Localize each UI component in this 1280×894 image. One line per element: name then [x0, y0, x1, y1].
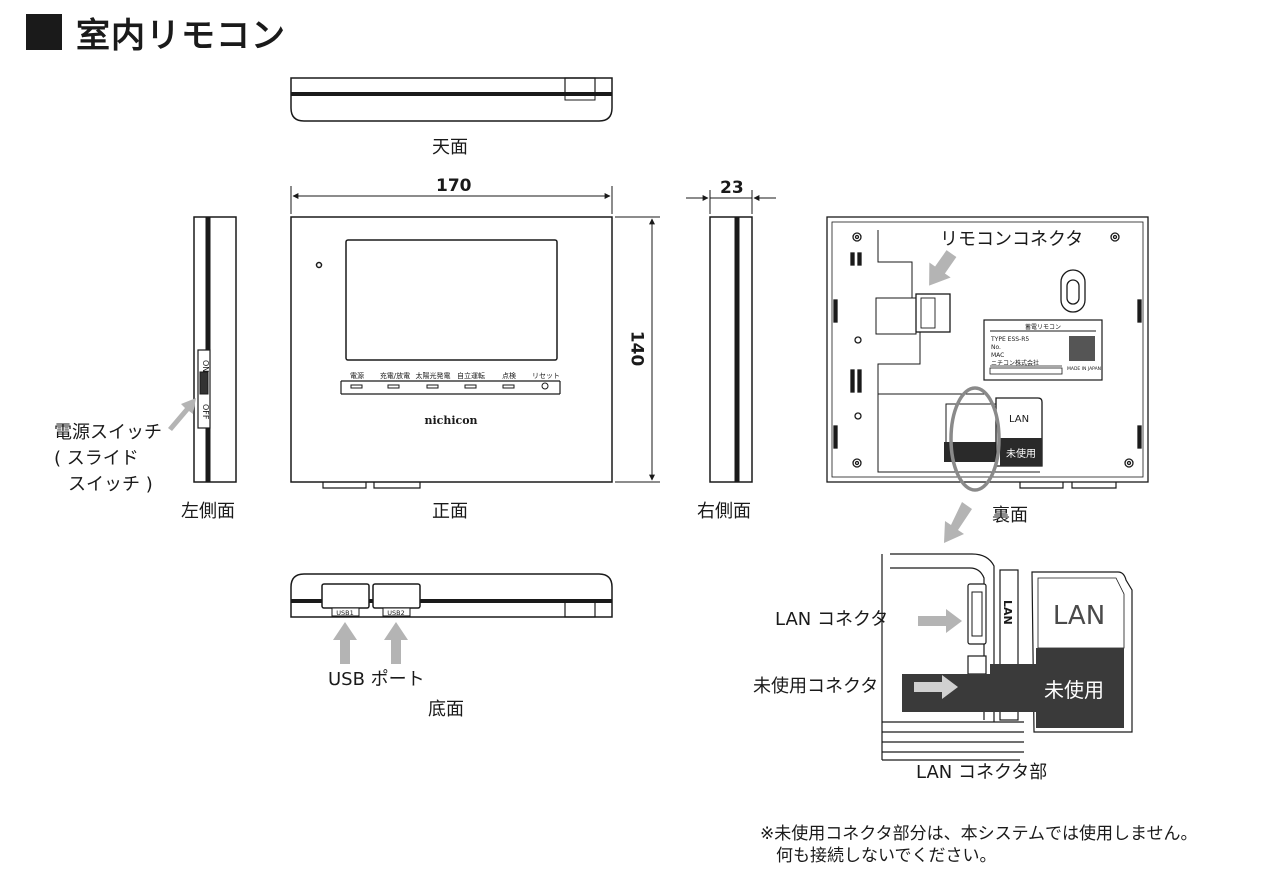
usb2-label: USB2 — [387, 609, 404, 617]
indicator-labels: 電源 充電/放電 太陽光発電 自立運転 点検 リセット — [350, 371, 560, 380]
label-made-in: MADE IN JAPAN — [1067, 366, 1101, 372]
height-dimension-line — [615, 216, 660, 483]
lan-connector-arrow-icon — [918, 609, 962, 633]
width-dimension-line — [290, 186, 613, 214]
left-side-view — [193, 216, 237, 483]
label-header: 蓄電リモコン — [1025, 323, 1061, 331]
brand-logo: nichicon — [424, 414, 477, 427]
front-view — [290, 216, 613, 489]
indicator-label: 自立運転 — [457, 371, 485, 380]
detail-lan-large: LAN — [1053, 601, 1105, 631]
indicator-label: 点検 — [502, 371, 516, 380]
left-view-label: 左側面 — [181, 501, 235, 522]
usb2-arrow-icon — [384, 622, 408, 664]
switch-on-label: ON — [201, 360, 210, 372]
top-view — [290, 77, 613, 122]
width-dimension: 170 — [436, 176, 472, 196]
switch-off-label: OFF — [201, 404, 210, 420]
back-lan-tag: LAN — [1009, 414, 1029, 425]
back-rating-label: 蓄電リモコン TYPE ESS-R5 No. MAC ニチコン株式会社 MADE… — [990, 323, 1101, 372]
remote-connector-arrow-icon — [929, 250, 957, 286]
footnote-line-1: ※未使用コネクタ部分は、本システムでは使用しません。 — [760, 824, 1198, 844]
indicator-label: 電源 — [350, 371, 364, 380]
indicator-label: リセット — [532, 372, 560, 380]
depth-dimension: 23 — [720, 178, 744, 198]
right-side-view — [709, 216, 753, 483]
height-dimension: 140 — [626, 330, 647, 367]
label-mac: MAC — [991, 352, 1004, 359]
top-view-label: 天面 — [432, 137, 468, 158]
back-unused-tag: 未使用 — [1006, 447, 1036, 460]
footnote-line-2: 何も接続しないでください。 — [776, 846, 997, 866]
back-view — [826, 216, 1149, 489]
unused-connector-label: 未使用コネクタ — [753, 676, 879, 697]
usb-port-label: USB ポート — [328, 669, 425, 690]
page-title: 室内リモコン — [26, 10, 286, 56]
back-view-label: 裏面 — [992, 505, 1028, 526]
usb1-label: USB1 — [336, 609, 353, 617]
power-switch-label-2: ( スライド — [54, 448, 139, 469]
label-type: TYPE ESS-R5 — [990, 336, 1029, 343]
usb1-arrow-icon — [333, 622, 357, 664]
unused-connector-arrow-icon — [914, 675, 958, 699]
page-title-text: 室内リモコン — [76, 15, 286, 56]
detail-lan-vertical: LAN — [1001, 600, 1014, 625]
detail-arrow-icon — [944, 502, 972, 543]
remote-connector-label: リモコンコネクタ — [940, 229, 1084, 250]
bottom-view — [290, 573, 613, 618]
indicator-label: 太陽光発電 — [416, 371, 451, 380]
power-switch-label-3: スイッチ ) — [68, 474, 153, 495]
label-maker: ニチコン株式会社 — [991, 359, 1039, 367]
front-view-label: 正面 — [432, 501, 468, 522]
label-no: No. — [991, 344, 1001, 351]
power-switch-label: 電源スイッチ — [54, 422, 162, 443]
right-view-label: 右側面 — [697, 501, 751, 522]
lan-connector-label: LAN コネクタ — [775, 609, 889, 630]
lan-section-label: LAN コネクタ部 — [916, 762, 1048, 783]
detail-unused-large: 未使用 — [1044, 678, 1104, 702]
unused-tag-dark — [1036, 648, 1124, 728]
connector-highlight-ellipse — [949, 386, 1001, 492]
title-square-icon — [26, 14, 62, 50]
indicator-label: 充電/放電 — [380, 371, 410, 380]
bottom-view-label: 底面 — [428, 699, 464, 720]
depth-dimension-line — [686, 190, 776, 214]
power-switch-arrow-icon — [168, 398, 196, 431]
unused-connector-bar — [902, 664, 1036, 712]
